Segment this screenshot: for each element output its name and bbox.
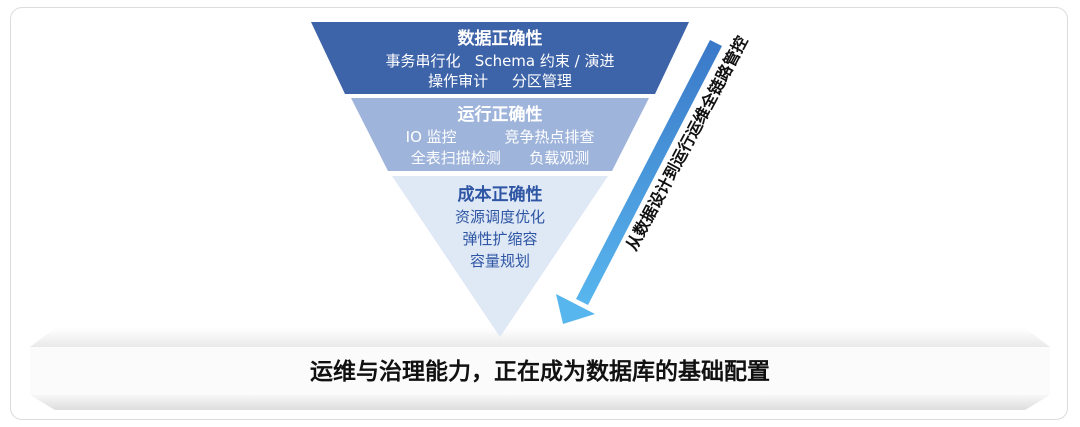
layer-data-correctness-line: 操作审计 分区管理 [428,72,572,90]
layer-cost-correctness-line: 弹性扩缩容 [462,230,537,248]
layer-cost-correctness-line: 容量规划 [470,252,530,270]
arrow-head [556,294,595,324]
platform-bottom-bevel [30,395,1050,410]
layer-cost-correctness [392,176,608,337]
layer-data-correctness [311,22,689,94]
layer-runtime-correctness-title: 运行正确性 [458,104,543,125]
layer-cost-correctness-title: 成本正确性 [458,184,543,205]
arrow-shaft [576,40,722,305]
layer-data-correctness-title: 数据正确性 [458,28,543,49]
layer-runtime-correctness-line: 全表扫描检测 负载观测 [411,149,590,167]
layer-data-correctness-line: 事务串行化 Schema 约束 / 演进 [386,52,615,70]
layer-runtime-correctness [351,98,649,171]
layer-runtime-correctness-line: IO 监控 竞争热点排查 [406,128,595,146]
platform-top-bevel [30,328,1050,347]
platform-band [30,347,1050,395]
footer-statement: 运维与治理能力，正在成为数据库的基础配置 [310,358,770,385]
layer-cost-correctness-line: 资源调度优化 [455,208,545,226]
lifecycle-arrow [556,40,722,324]
